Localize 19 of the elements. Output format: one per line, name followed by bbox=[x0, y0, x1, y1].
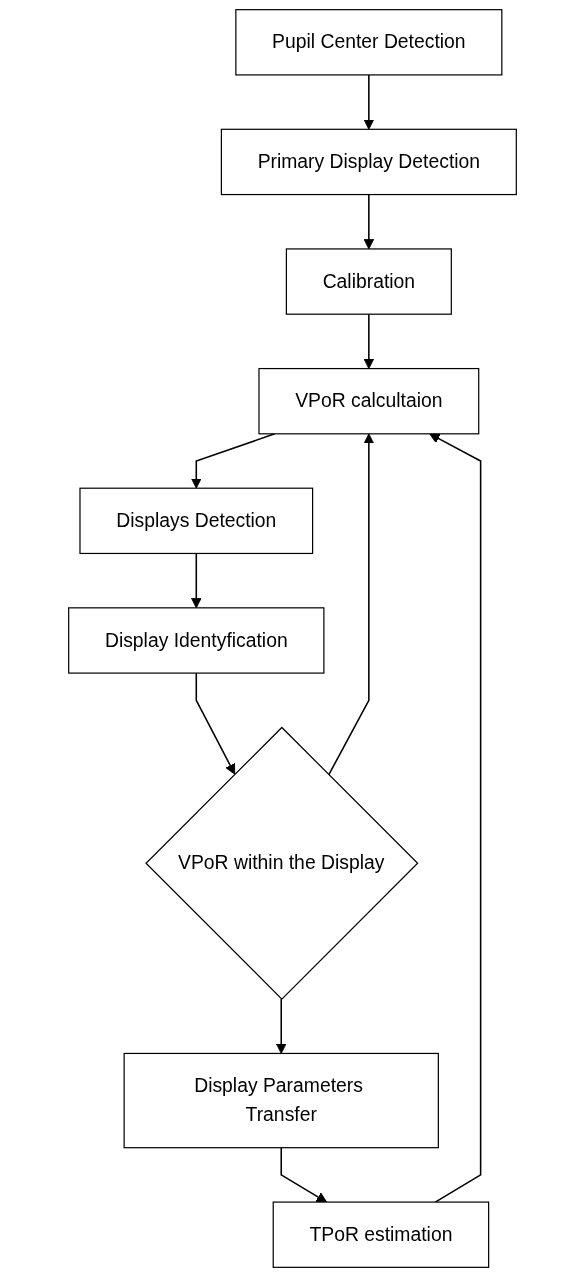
node-box: Calibration bbox=[285, 248, 452, 315]
node-box: Display Parameters Transfer bbox=[123, 1052, 439, 1149]
node-box: TPoR estimation bbox=[272, 1201, 490, 1268]
node-box: Primary Display Detection bbox=[220, 128, 517, 196]
arrow bbox=[429, 433, 482, 1203]
node-box: Pupil Center Detection bbox=[235, 9, 503, 76]
arrow bbox=[363, 74, 375, 130]
arrow bbox=[190, 552, 202, 609]
arrow bbox=[275, 998, 287, 1054]
node-box: Displays Detection bbox=[79, 487, 314, 555]
node-diamond: VPoR within the Display bbox=[145, 726, 419, 1000]
node-box: Display Identyfication bbox=[68, 607, 325, 674]
arrow bbox=[327, 433, 375, 776]
arrow bbox=[363, 313, 375, 370]
arrow bbox=[363, 193, 375, 250]
arrow bbox=[190, 433, 276, 489]
arrow bbox=[280, 1146, 328, 1203]
arrow bbox=[195, 672, 236, 775]
node-box: VPoR calcultaion bbox=[258, 367, 480, 435]
